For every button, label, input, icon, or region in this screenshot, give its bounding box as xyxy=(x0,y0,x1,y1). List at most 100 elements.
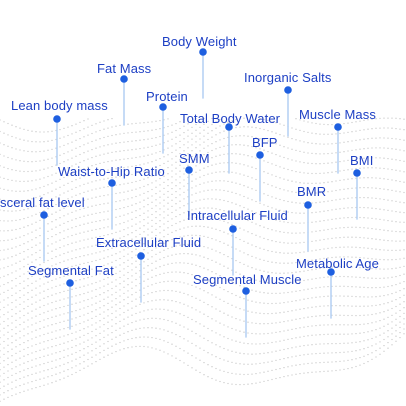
wave-dot xyxy=(315,133,317,135)
wave-dot xyxy=(227,255,229,258)
wave-dot xyxy=(7,338,9,340)
wave-dot xyxy=(347,216,349,219)
wave-dot xyxy=(215,261,217,263)
wave-dot xyxy=(39,150,41,153)
wave-dot xyxy=(279,321,281,323)
wave-dot xyxy=(255,245,257,248)
wave-dot xyxy=(67,304,69,307)
wave-dot xyxy=(219,346,221,348)
wave-dot xyxy=(199,176,201,178)
wave-dot xyxy=(111,294,113,296)
wave-dot xyxy=(127,182,129,184)
wave-dot xyxy=(395,138,397,140)
wave-dot xyxy=(291,374,293,376)
wave-dot xyxy=(147,240,149,242)
wave-dot xyxy=(355,295,357,298)
wave-dot xyxy=(315,221,317,223)
wave-dot xyxy=(187,294,189,296)
wave-dot xyxy=(39,242,41,244)
wave-dot xyxy=(331,342,333,345)
wave-dot xyxy=(383,268,385,270)
wave-dot xyxy=(19,391,21,394)
wave-dot xyxy=(355,286,357,288)
wave-dot xyxy=(263,160,265,162)
wave-dot xyxy=(227,233,229,235)
wave-dot xyxy=(171,290,173,292)
wave-dot xyxy=(239,285,241,287)
wave-dot xyxy=(267,227,269,230)
wave-dot xyxy=(395,148,397,150)
wave-dot xyxy=(267,119,269,122)
wave-dot xyxy=(207,173,209,175)
wave-dot xyxy=(207,339,209,342)
wave-dot xyxy=(391,230,393,232)
wave-dot xyxy=(19,252,21,255)
wave-dot xyxy=(387,309,389,311)
wave-dot xyxy=(147,336,149,338)
wave-dot xyxy=(219,118,221,121)
wave-dot xyxy=(175,122,177,125)
wave-dot xyxy=(279,349,281,351)
wave-dot xyxy=(223,370,225,373)
wave-dot xyxy=(363,196,365,199)
wave-dot xyxy=(395,283,397,286)
wave-dot xyxy=(99,266,101,268)
wave-dot xyxy=(51,279,53,282)
wave-dot xyxy=(35,160,37,163)
wave-dot xyxy=(79,263,81,266)
wave-dot xyxy=(331,228,333,230)
wave-dot xyxy=(387,168,389,170)
wave-dot xyxy=(39,187,41,189)
wave-dot xyxy=(0,230,1,232)
wave-dot xyxy=(91,275,93,278)
wave-dot xyxy=(187,283,189,285)
wave-dot xyxy=(27,305,29,308)
wave-dot xyxy=(255,333,257,335)
wave-dot xyxy=(295,318,297,320)
wave-dot xyxy=(59,276,61,279)
wave-dot xyxy=(71,346,73,349)
wave-dot xyxy=(7,351,9,353)
wave-dot xyxy=(275,197,277,199)
wave-dot xyxy=(11,381,13,383)
wave-dot xyxy=(247,353,249,355)
wave-dot xyxy=(159,196,161,198)
wave-dot xyxy=(115,176,117,178)
wave-dot xyxy=(31,296,33,298)
wave-dot xyxy=(191,194,193,196)
wave-dot xyxy=(363,148,365,150)
wave-dot xyxy=(59,261,61,264)
wave-dot xyxy=(147,301,149,303)
pin-head xyxy=(304,201,312,209)
wave-dot xyxy=(203,337,205,339)
wave-dot xyxy=(135,312,137,315)
wave-dot xyxy=(295,222,297,224)
wave-dot xyxy=(131,225,133,227)
wave-dot xyxy=(95,228,97,231)
wave-dot xyxy=(363,129,365,131)
wave-dot xyxy=(147,271,149,273)
wave-dot xyxy=(183,235,185,237)
wave-dot xyxy=(291,222,293,224)
wave-dot xyxy=(183,362,185,364)
wave-dot xyxy=(55,337,57,339)
wave-dot xyxy=(47,158,49,160)
wave-dot xyxy=(67,355,69,357)
wave-dot xyxy=(191,150,193,152)
wave-dot xyxy=(27,256,29,258)
wave-dot xyxy=(215,250,217,252)
wave-dot xyxy=(43,159,45,161)
wave-dot xyxy=(335,133,337,135)
wave-dot xyxy=(315,202,317,204)
wave-dot xyxy=(267,129,269,132)
wave-dot xyxy=(403,240,405,242)
wave-dot xyxy=(67,251,69,253)
wave-dot xyxy=(251,373,253,375)
wave-dot xyxy=(155,275,157,277)
wave-dot xyxy=(75,194,77,196)
wave-dot xyxy=(63,184,65,186)
wave-dot xyxy=(295,355,297,357)
wave-dot xyxy=(95,322,97,324)
wave-dot xyxy=(163,281,165,283)
wave-dot xyxy=(63,356,65,358)
